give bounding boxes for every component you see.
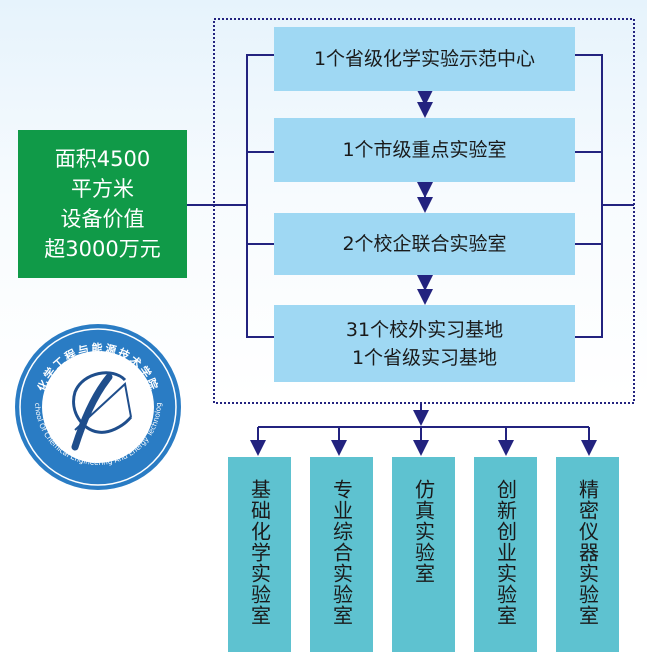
summary-line: 设备价值: [60, 207, 145, 231]
right-bracket: [575, 54, 634, 338]
lab-label: 专业综合实验室: [329, 479, 354, 626]
lab-label: 创新创业实验室: [493, 479, 518, 626]
summary-line: 平方米: [71, 177, 134, 201]
lab-label: 仿真实验室: [411, 479, 436, 584]
level-box-practice-bases: 31个校外实习基地 1个省级实习基地: [274, 305, 575, 382]
level-box-joint-lab: 2个校企联合实验室: [274, 213, 575, 275]
lab-precision-instrument: 精密仪器实验室: [556, 457, 619, 652]
lab-innovation: 创新创业实验室: [474, 457, 537, 652]
summary-line: 面积4500: [54, 147, 151, 171]
left-bracket: [187, 54, 274, 338]
dotted-frame: [213, 18, 635, 404]
lab-basic-chemistry: 基础化学实验室: [228, 457, 291, 652]
summary-line: 超3000万元: [44, 237, 161, 261]
level-label: 1个市级重点实验室: [342, 139, 507, 161]
school-logo: 化学工程与能源技术学院 School Of Chemical Engineeri…: [13, 322, 181, 490]
level-box-provincial-center: 1个省级化学实验示范中心: [274, 27, 575, 91]
lab-label: 基础化学实验室: [247, 479, 272, 626]
level-label: 2个校企联合实验室: [342, 233, 507, 255]
level-label: 1个省级实习基地: [351, 346, 498, 369]
level-box-city-lab: 1个市级重点实验室: [274, 118, 575, 182]
level-label: 31个校外实习基地: [345, 318, 504, 341]
lab-simulation: 仿真实验室: [392, 457, 455, 652]
level-label: 1个省级化学实验示范中心: [313, 48, 536, 70]
logo-emblem-icon: [71, 371, 133, 451]
lab-professional: 专业综合实验室: [310, 457, 373, 652]
lab-label: 精密仪器实验室: [575, 479, 600, 626]
summary-box: 面积4500 平方米 设备价值 超3000万元: [18, 130, 187, 278]
